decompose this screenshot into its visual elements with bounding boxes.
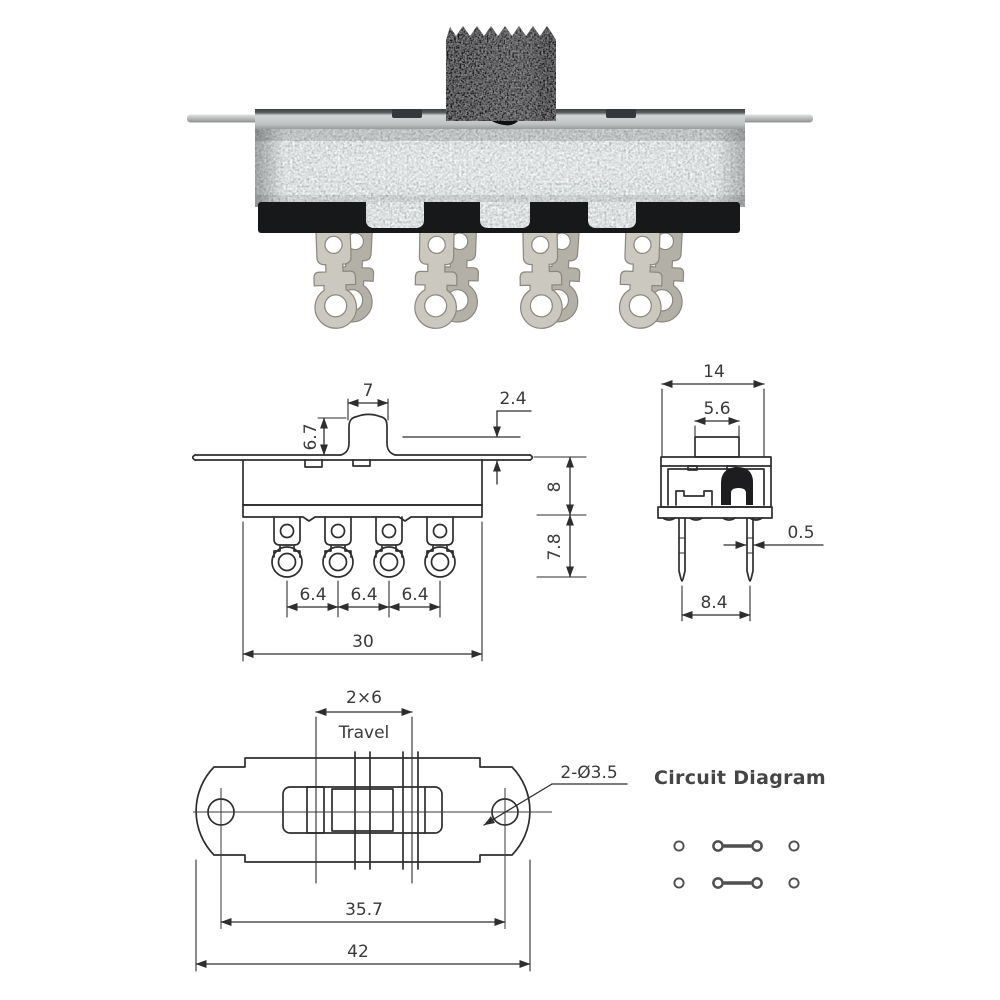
circuit-terminal-dot — [712, 840, 724, 852]
dim-knob-height: 6.7 — [301, 423, 321, 450]
side-body — [660, 456, 772, 508]
circuit-terminal-dot — [673, 840, 685, 852]
dim-mounting-holes: 2-Ø3.5 — [560, 763, 617, 783]
lug-front — [618, 225, 665, 330]
circuit-terminal-dot — [788, 840, 800, 852]
dim-terminal-thickness: 0.5 — [787, 523, 814, 543]
photo-mounting-ear-left — [187, 114, 258, 123]
front-view-dimensions: 7 6.7 2.4 8 7.8 6.4 6.4 6.4 — [242, 381, 587, 662]
dim-knob-clearance: 2.4 — [499, 389, 526, 409]
dim-terminal-pitch-2: 6.4 — [350, 585, 377, 605]
circuit-terminal-dot — [788, 877, 800, 889]
front-base — [242, 504, 483, 522]
circuit-diagram-title: Circuit Diagram — [654, 767, 826, 789]
front-knob — [340, 413, 396, 456]
circuit-diagram: Circuit Diagram — [654, 767, 826, 889]
circuit-terminal-dot — [751, 877, 763, 889]
top-view-drawing: 2×6 Travel 2-Ø3.5 35.7 42 — [193, 688, 628, 972]
dim-actuator-width: 5.6 — [703, 399, 730, 419]
side-base — [657, 506, 773, 519]
lug-front — [413, 225, 459, 330]
dim-terminal-pitch-1: 6.4 — [299, 585, 326, 605]
side-view-dimensions: 14 5.6 0.5 8.4 — [661, 362, 824, 622]
photo-base-metal-wrap — [480, 202, 530, 228]
front-view-drawing: 7 6.7 2.4 8 7.8 6.4 6.4 6.4 — [191, 381, 587, 662]
photo-actuator-knob-sheen — [446, 26, 556, 121]
lug-front — [311, 225, 358, 330]
circuit-dots — [673, 840, 800, 889]
dim-hole-spacing: 35.7 — [345, 900, 383, 920]
top-mounting-plate — [195, 757, 531, 863]
product-photo — [187, 26, 813, 330]
top-view-outline — [195, 751, 531, 870]
dim-terminal-length: 7.8 — [545, 533, 565, 560]
side-contact-notch — [731, 488, 746, 505]
dim-knob-width: 7 — [363, 381, 374, 401]
side-view-outline — [657, 436, 773, 582]
side-pin-right — [746, 517, 754, 582]
dim-travel-value: 2×6 — [346, 688, 382, 708]
photo-base-metal-wrap — [366, 202, 424, 228]
dim-terminal-row-spacing: 8.4 — [700, 593, 727, 613]
photo-terminal-lugs — [311, 221, 687, 330]
photo-mounting-ear-right — [740, 114, 813, 123]
side-pin-left — [678, 517, 686, 582]
circuit-terminal-dot — [751, 840, 763, 852]
dim-body-width: 30 — [352, 632, 374, 652]
side-view-drawing: 14 5.6 0.5 8.4 — [657, 362, 824, 622]
side-knob — [694, 436, 740, 458]
photo-base-metal-wrap — [588, 202, 636, 228]
circuit-terminal-dot — [712, 877, 724, 889]
dim-travel-label: Travel — [338, 723, 390, 743]
top-view-dimensions: 2×6 Travel 2-Ø3.5 35.7 42 — [195, 688, 628, 972]
circuit-terminal-dot — [673, 877, 685, 889]
front-view-outline — [191, 413, 534, 578]
dim-overall-length: 42 — [347, 942, 369, 962]
lug-front — [518, 225, 564, 330]
dim-terminal-pitch-3: 6.4 — [401, 585, 428, 605]
photo-plate-notch — [392, 109, 422, 118]
dim-body-height: 8 — [545, 482, 565, 493]
dim-overall-width: 14 — [703, 362, 725, 382]
photo-body-edge-shade — [255, 129, 745, 207]
photo-plate-notch — [606, 109, 636, 118]
